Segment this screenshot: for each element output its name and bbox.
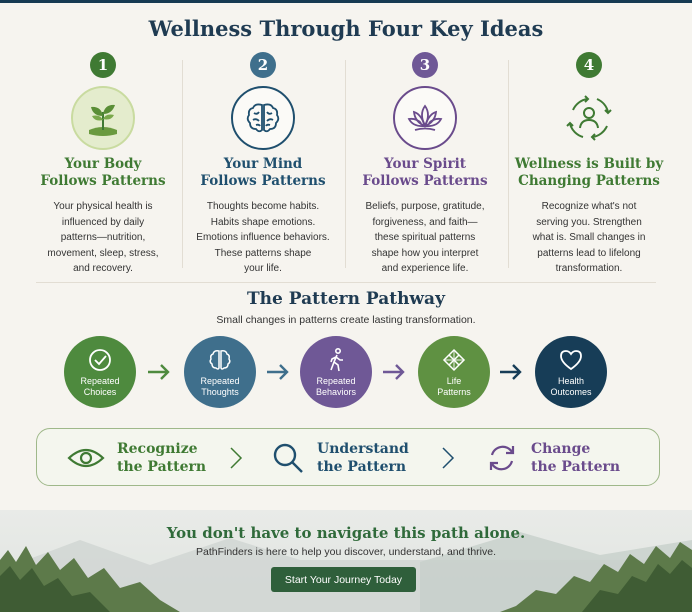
idea-number-badge: 1 bbox=[90, 52, 116, 78]
walking-icon bbox=[330, 347, 343, 371]
idea-number-badge: 4 bbox=[576, 52, 602, 78]
idea-column-wellness: 4 Wellness is Built by Changing Patterns… bbox=[508, 52, 670, 277]
sprout-icon bbox=[71, 86, 135, 150]
eye-icon bbox=[67, 448, 105, 468]
lotus-icon bbox=[393, 86, 457, 150]
idea-title-line2: Follows Patterns bbox=[200, 173, 326, 189]
arrow-right-icon bbox=[383, 364, 405, 380]
idea-description: Thoughts become habits.Habits shape emot… bbox=[196, 201, 330, 274]
footer-title: You don't have to navigate this path alo… bbox=[166, 524, 526, 542]
chevron-right-icon bbox=[442, 447, 455, 469]
idea-column-spirit: 3 Your Spirit Follows Patterns Beliefs, … bbox=[344, 52, 506, 277]
idea-column-body: 1 Your Body Follows Patterns Your physic… bbox=[22, 52, 184, 277]
brain-icon bbox=[231, 86, 295, 150]
arrow-right-icon bbox=[267, 364, 289, 380]
top-accent-bar bbox=[0, 0, 692, 3]
column-divider bbox=[508, 60, 509, 268]
knot-icon bbox=[442, 348, 466, 371]
arrow-right-icon bbox=[148, 364, 170, 380]
idea-title-line1: Your Body bbox=[64, 156, 142, 172]
check-icon bbox=[89, 348, 111, 371]
idea-column-mind: 2 Your Mind Follows Patterns Thoughts be… bbox=[182, 52, 344, 277]
idea-description: Beliefs, purpose, gratitude,forgiveness,… bbox=[365, 201, 485, 274]
idea-title-line1: Wellness is Built by bbox=[514, 156, 664, 172]
footer-subtitle: PathFinders is here to help you discover… bbox=[195, 546, 496, 558]
arrow-right-icon bbox=[500, 364, 522, 380]
column-divider bbox=[182, 60, 183, 268]
pathway-title: The Pattern Pathway bbox=[247, 289, 445, 309]
chevron-right-icon bbox=[230, 447, 243, 469]
idea-title-line1: Your Spirit bbox=[384, 156, 466, 172]
column-divider bbox=[345, 60, 346, 268]
brain-icon bbox=[209, 349, 231, 370]
idea-title-line1: Your Mind bbox=[223, 156, 303, 172]
idea-number-badge: 3 bbox=[412, 52, 438, 78]
pathway-subtitle: Small changes in patterns create lasting… bbox=[216, 314, 476, 326]
idea-title-line2: Follows Patterns bbox=[362, 173, 488, 189]
magnifier-icon bbox=[273, 443, 303, 473]
heart-icon bbox=[560, 349, 582, 370]
idea-title-line2: Follows Patterns bbox=[40, 173, 166, 189]
idea-title-line2: Changing Patterns bbox=[518, 173, 660, 189]
section-divider bbox=[36, 282, 656, 283]
start-journey-button[interactable]: Start Your Journey Today bbox=[271, 567, 416, 592]
page-title: Wellness Through Four Key Ideas bbox=[148, 16, 544, 41]
person-cycle-icon bbox=[557, 86, 621, 150]
refresh-icon bbox=[489, 445, 515, 471]
idea-number-badge: 2 bbox=[250, 52, 276, 78]
